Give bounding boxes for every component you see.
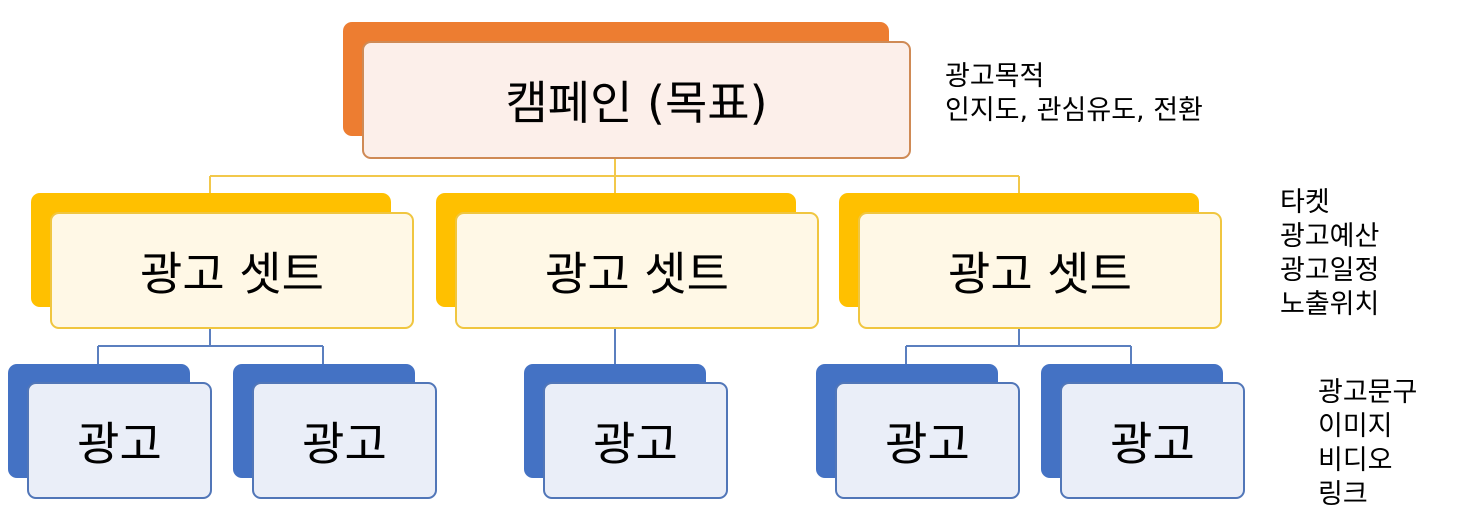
- ad-set-label: 광고 셋트: [858, 212, 1222, 329]
- ad-label: 광고: [543, 382, 728, 499]
- ad-note-line: 비디오: [1318, 445, 1393, 476]
- ad-set-note-line: 타켓: [1280, 187, 1330, 218]
- campaign-note: 광고목적 인지도, 관심유도, 전환: [945, 60, 1203, 128]
- ad-label: 광고: [835, 382, 1020, 499]
- ad-set-node-2: 광고 셋트: [436, 193, 820, 329]
- ad-note: 광고문구 이미지 비디오 링크: [1318, 376, 1417, 512]
- campaign-note-line: 인지도, 관심유도, 전환: [945, 95, 1203, 126]
- ad-set-label: 광고 셋트: [50, 212, 414, 329]
- ad-node-2: 광고: [233, 364, 437, 499]
- ad-set-node-1: 광고 셋트: [31, 193, 415, 329]
- ad-set-node-3: 광고 셋트: [839, 193, 1223, 329]
- ad-label: 광고: [1060, 382, 1245, 499]
- ad-set-label: 광고 셋트: [455, 212, 819, 329]
- ad-set-note-line: 광고일정: [1280, 255, 1380, 286]
- ad-note-line: 이미지: [1318, 411, 1393, 442]
- ad-node-5: 광고: [1041, 364, 1245, 499]
- ad-label: 광고: [252, 382, 437, 499]
- ad-note-line: 링크: [1318, 479, 1368, 510]
- campaign-node: 캠페인 (목표): [343, 22, 911, 159]
- campaign-note-line: 광고목적: [945, 61, 1045, 92]
- ad-note-line: 광고문구: [1318, 377, 1418, 408]
- campaign-node-label: 캠페인 (목표): [362, 41, 911, 159]
- ad-node-4: 광고: [816, 364, 1020, 499]
- ad-set-note-line: 광고예산: [1280, 221, 1380, 252]
- ad-set-note-line: 노출위치: [1280, 289, 1380, 320]
- ad-node-1: 광고: [8, 364, 212, 499]
- ad-label: 광고: [27, 382, 212, 499]
- ad-set-note: 타켓 광고예산 광고일정 노출위치: [1280, 186, 1379, 322]
- ad-node-3: 광고: [524, 364, 728, 499]
